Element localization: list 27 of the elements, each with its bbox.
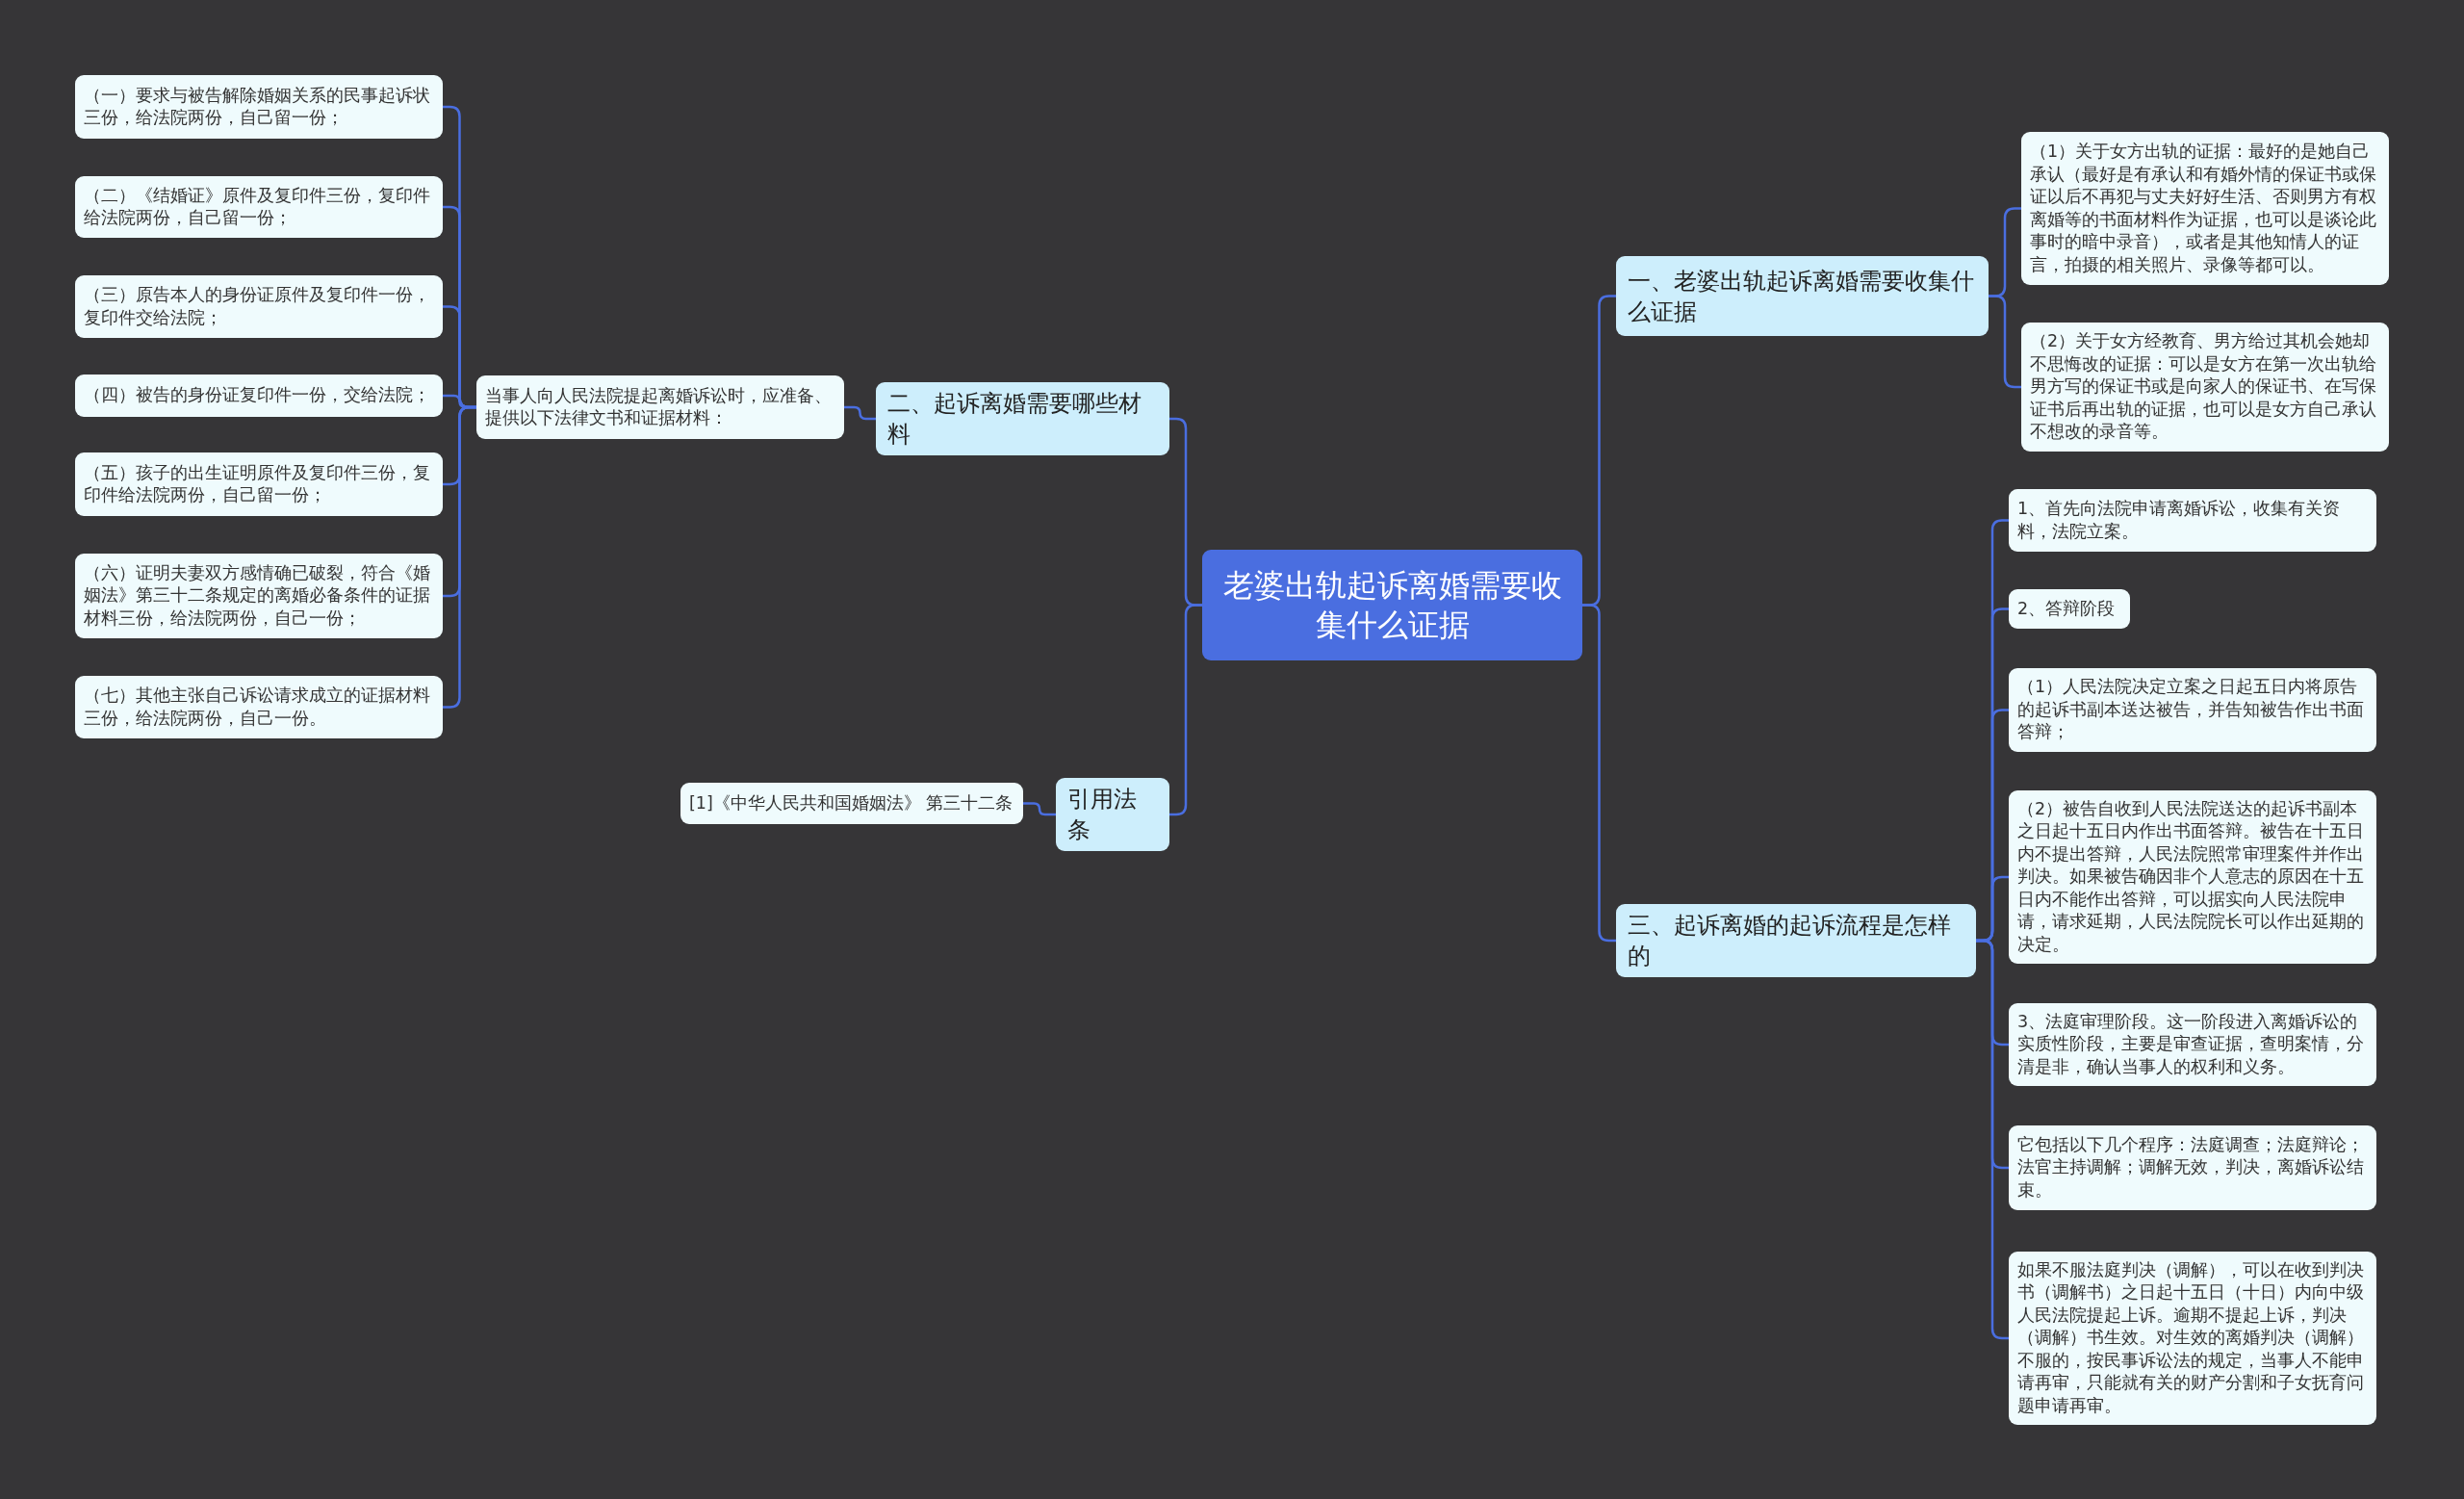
note-box: 1、首先向法院申请离婚诉讼，收集有关资料，法院立案。	[2009, 489, 2376, 552]
note-box: 它包括以下几个程序：法庭调查；法庭辩论；法官主持调解；调解无效，判决，离婚诉讼结束。	[2009, 1125, 2376, 1210]
topic-box: 引用法条	[1056, 778, 1169, 851]
connector-line	[1023, 802, 1056, 816]
note-box: （五）孩子的出生证明原件及复印件三份，复印件给法院两份，自己留一份；	[75, 452, 443, 516]
connector-line	[1582, 604, 1616, 943]
central-topic-box: 老婆出轨起诉离婚需要收集什么证据	[1202, 550, 1582, 660]
note-box: （1）关于女方出轨的证据：最好的是她自己承认（最好是有承认和有婚外情的保证书或保证以后不再犯与丈夫好好生活、否则男方有权离婚等的书面材料作为证据，也可以是谈论此事时的暗中录音），或者是其他知情人的证言，拍摄的相关照片、录像等都可以。	[2021, 132, 2389, 285]
note-box: （七）其他主张自己诉讼请求成立的证据材料三份，给法院两份，自己一份。	[75, 676, 443, 738]
topic-box: 三、起诉离婚的起诉流程是怎样的	[1616, 904, 1976, 977]
note-box: 2、答辩阶段	[2009, 589, 2130, 629]
topic-box: 二、起诉离婚需要哪些材料	[876, 382, 1169, 455]
connector-line	[844, 405, 876, 421]
note-box: （2）被告自收到人民法院送达的起诉书副本之日起十五日内作出书面答辩。被告在十五日内不提出答辩，人民法院照常审理案件并作出判决。如果被告确因非个人意志的原因在十五日内不能作出答辩，可以据实向人民法院申请，请求延期，人民法院院长可以作出延期的决定。	[2009, 790, 2376, 964]
note-box: （二）《结婚证》原件及复印件三份，复印件给法院两份，自己留一份；	[75, 176, 443, 238]
topic-box: 一、老婆出轨起诉离婚需要收集什么证据	[1616, 256, 1989, 336]
note-box: （2）关于女方经教育、男方给过其机会她却不思悔改的证据：可以是女方在第一次出轨给男方写的保证书或是向家人的保证书、在写保证书后再出轨的证据，也可以是女方自己承认不想改的录音等。	[2021, 323, 2389, 452]
note-box: （1）人民法院决定立案之日起五日内将原告的起诉书副本送达被告，并告知被告作出书面答辩；	[2009, 668, 2376, 752]
note-box: 当事人向人民法院提起离婚诉讼时，应准备、提供以下法律文书和证据材料：	[476, 375, 844, 439]
note-box: [1]《中华人民共和国婚姻法》 第三十二条	[680, 783, 1023, 824]
note-box: 如果不服法庭判决（调解），可以在收到判决书（调解书）之日起十五日（十日）内向中级人民法院提起上诉。逾期不提起上诉，判决（调解）书生效。对生效的离婚判决（调解）不服的，按民事诉讼法的规定，当事人不能申请再审，只能就有关的财产分割和子女抚育问题申请再审。	[2009, 1252, 2376, 1425]
connector-line	[443, 405, 476, 709]
note-box: （一）要求与被告解除婚姻关系的民事起诉状三份，给法院两份，自己留一份；	[75, 75, 443, 139]
note-box: （三）原告本人的身份证原件及复印件一份，复印件交给法院；	[75, 275, 443, 338]
note-box: （六）证明夫妻双方感情确已破裂，符合《婚姻法》第三十二条规定的离婚必备条件的证据材料三份，给法院两份，自己一份；	[75, 554, 443, 638]
note-box: 3、法庭审理阶段。这一阶段进入离婚诉讼的实质性阶段，主要是审查证据，查明案情，分清是非，确认当事人的权利和义务。	[2009, 1003, 2376, 1086]
note-box: （四）被告的身份证复印件一份，交给法院；	[75, 375, 443, 417]
